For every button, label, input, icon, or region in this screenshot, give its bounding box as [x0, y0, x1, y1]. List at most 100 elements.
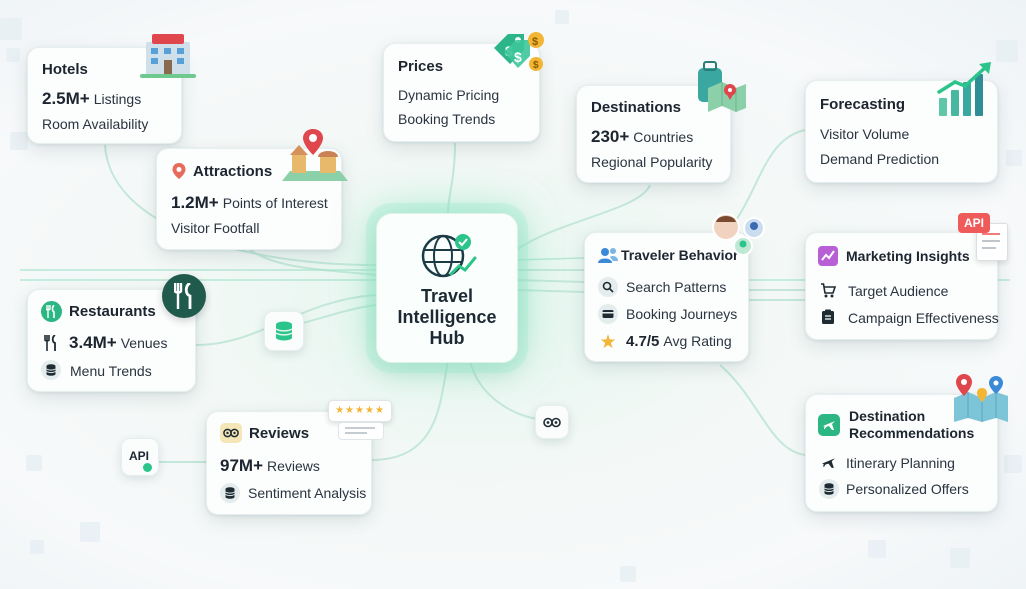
recommendations-title-line2: Recommendations [849, 425, 975, 441]
restaurants-card[interactable]: Restaurants 3.4M+Venues Menu Trends [27, 289, 196, 392]
restaurants-title: Restaurants [69, 303, 156, 320]
marketing-chart-icon [818, 246, 838, 266]
marketing-line2: Campaign Effectiveness [848, 310, 999, 326]
star-icon: ★ [599, 331, 617, 353]
traveler-rating-value: 4.7/5 [626, 333, 660, 350]
background-decoration [0, 18, 22, 40]
attractions-line2: Visitor Footfall [171, 220, 260, 236]
hotel-building-icon [140, 34, 196, 78]
background-decoration [868, 540, 886, 558]
prices-line2: Booking Trends [398, 111, 496, 127]
database-icon [819, 479, 839, 499]
reviews-stat: 97M+Reviews [220, 456, 320, 476]
hub-title: Travel Intelligence Hub [377, 286, 517, 349]
marketing-title: Marketing Insights [846, 248, 970, 264]
destinations-stat-value: 230+ [591, 127, 630, 146]
fork-knife-small-icon [41, 301, 62, 322]
destinations-stat: 230+Countries [591, 127, 693, 147]
svg-text:$: $ [533, 60, 539, 71]
review-bubble-icon: ★★★★★ [328, 400, 392, 440]
traveler-behavior-card[interactable]: Traveler Behavior Search Patterns Bookin… [584, 232, 749, 362]
attractions-stat: 1.2M+Points of Interest [171, 193, 328, 213]
svg-text:$: $ [532, 36, 538, 48]
attractions-title: Attractions [193, 163, 273, 180]
hotels-stat-value: 2.5M+ [42, 89, 90, 108]
background-decoration [950, 548, 970, 568]
central-hub[interactable]: Travel Intelligence Hub [376, 213, 518, 363]
location-pin-icon [172, 163, 186, 179]
background-decoration [6, 48, 20, 62]
svg-text:$: $ [514, 49, 522, 65]
forecasting-line2: Demand Prediction [820, 151, 940, 167]
hub-title-line2: Intelligence [397, 307, 497, 327]
fork-knife-icon [162, 274, 206, 318]
recommendations-title: Destination Recommendations [849, 408, 974, 442]
growth-chart-icon [937, 62, 991, 116]
suitcase-map-icon [698, 61, 746, 112]
reviews-stat-value: 97M+ [220, 456, 263, 475]
restaurants-line2: Menu Trends [70, 363, 152, 379]
restaurants-stat: 3.4M+Venues [69, 333, 167, 353]
reviews-stat-label: Reviews [267, 458, 320, 474]
recommendations-line2: Personalized Offers [846, 481, 969, 497]
api-status-dot [143, 463, 152, 472]
database-chip-icon [275, 321, 293, 341]
landmark-pin-icon [282, 129, 348, 181]
background-decoration [996, 40, 1018, 62]
background-decoration [80, 522, 100, 542]
utensils-icon [41, 333, 61, 353]
owl-icon [543, 417, 561, 427]
booking-card-icon [598, 304, 618, 324]
attractions-stat-label: Points of Interest [222, 195, 328, 211]
api-chip-label: API [128, 449, 149, 463]
owl-review-icon [220, 423, 242, 443]
hub-title-line3: Hub [429, 328, 465, 348]
owl-chip[interactable] [535, 405, 569, 439]
hub-title-line1: Travel [420, 286, 474, 306]
reviews-title: Reviews [249, 425, 310, 442]
attractions-stat-value: 1.2M+ [171, 193, 219, 212]
api-chip[interactable]: API [121, 438, 159, 476]
prices-line1: Dynamic Pricing [398, 87, 500, 103]
avatar-group-icon [712, 213, 765, 256]
database-chip[interactable] [264, 311, 304, 351]
api-badge: API [958, 213, 990, 233]
background-decoration [30, 540, 44, 554]
database-icon [41, 360, 61, 380]
background-decoration [10, 132, 28, 150]
forecasting-line1: Visitor Volume [820, 126, 910, 142]
background-decoration [555, 10, 569, 24]
hotels-stat-label: Listings [93, 91, 142, 107]
clipboard-icon [819, 308, 837, 326]
reviews-line2: Sentiment Analysis [248, 485, 367, 501]
cart-icon [819, 281, 837, 299]
background-decoration [26, 455, 42, 471]
restaurants-stat-label: Venues [120, 335, 168, 351]
map-pins-icon [954, 374, 1008, 422]
destinations-stat-label: Countries [633, 129, 694, 145]
prices-title: Prices [398, 58, 444, 75]
background-decoration [1004, 455, 1022, 473]
traveler-line1: Search Patterns [626, 279, 727, 295]
hotels-line2: Room Availability [42, 116, 149, 132]
destination-recommendations-card[interactable]: Destination Recommendations Itinerary Pl… [805, 394, 998, 512]
plane-icon [818, 414, 840, 436]
hotels-stat: 2.5M+Listings [42, 89, 141, 109]
destinations-title: Destinations [591, 99, 682, 116]
marketing-line1: Target Audience [848, 283, 949, 299]
background-decoration [620, 566, 636, 582]
forecasting-title: Forecasting [820, 96, 906, 113]
background-decoration [1006, 150, 1022, 166]
itinerary-plane-icon [819, 453, 837, 471]
attractions-card[interactable]: Attractions 1.2M+Points of Interest Visi… [156, 148, 342, 250]
recommendations-title-line1: Destination [849, 408, 926, 424]
destinations-line2: Regional Popularity [591, 154, 713, 170]
hotels-title: Hotels [42, 61, 88, 78]
marketing-insights-card[interactable]: Marketing Insights Target Audience Campa… [805, 232, 999, 340]
rating-stars: ★★★★★ [328, 400, 392, 422]
traveler-rating-label: Avg Rating [663, 333, 732, 349]
traveler-line2: Booking Journeys [626, 306, 738, 322]
restaurants-stat-value: 3.4M+ [69, 333, 117, 352]
traveler-title: Traveler Behavior [621, 247, 739, 263]
